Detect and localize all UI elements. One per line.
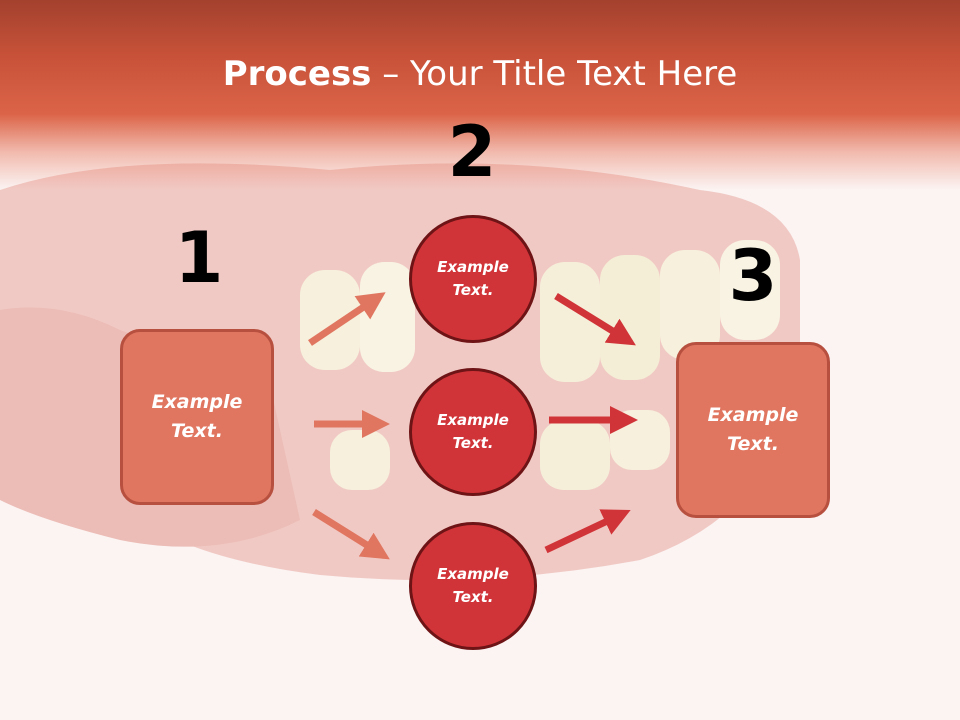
circle-top: Example Text. [409, 215, 537, 343]
title-band [0, 0, 960, 190]
arrow-left-up [308, 292, 386, 346]
arrow-right-down [554, 293, 636, 346]
arrow-left-down [312, 509, 390, 560]
step-number-3: 3 [728, 235, 778, 317]
left-step-box: Example Text. [120, 329, 274, 505]
left-step-text: Example Text. [151, 391, 243, 442]
circle-middle-text: Example Text. [437, 411, 509, 452]
slide-title: Process – Your Title Text Here [0, 52, 960, 96]
right-step-text: Example Text. [707, 404, 799, 455]
circle-bottom-text: Example Text. [437, 565, 509, 606]
circle-bottom: Example Text. [409, 522, 537, 650]
circle-top-text: Example Text. [437, 258, 509, 299]
title-rest: – Your Title Text Here [371, 54, 738, 94]
title-bold: Process [222, 54, 372, 94]
arrow-right-up [544, 509, 631, 554]
step-number-1: 1 [174, 217, 224, 299]
step-number-2: 2 [447, 111, 497, 193]
right-step-box: Example Text. [676, 342, 830, 518]
circle-middle: Example Text. [409, 368, 537, 496]
